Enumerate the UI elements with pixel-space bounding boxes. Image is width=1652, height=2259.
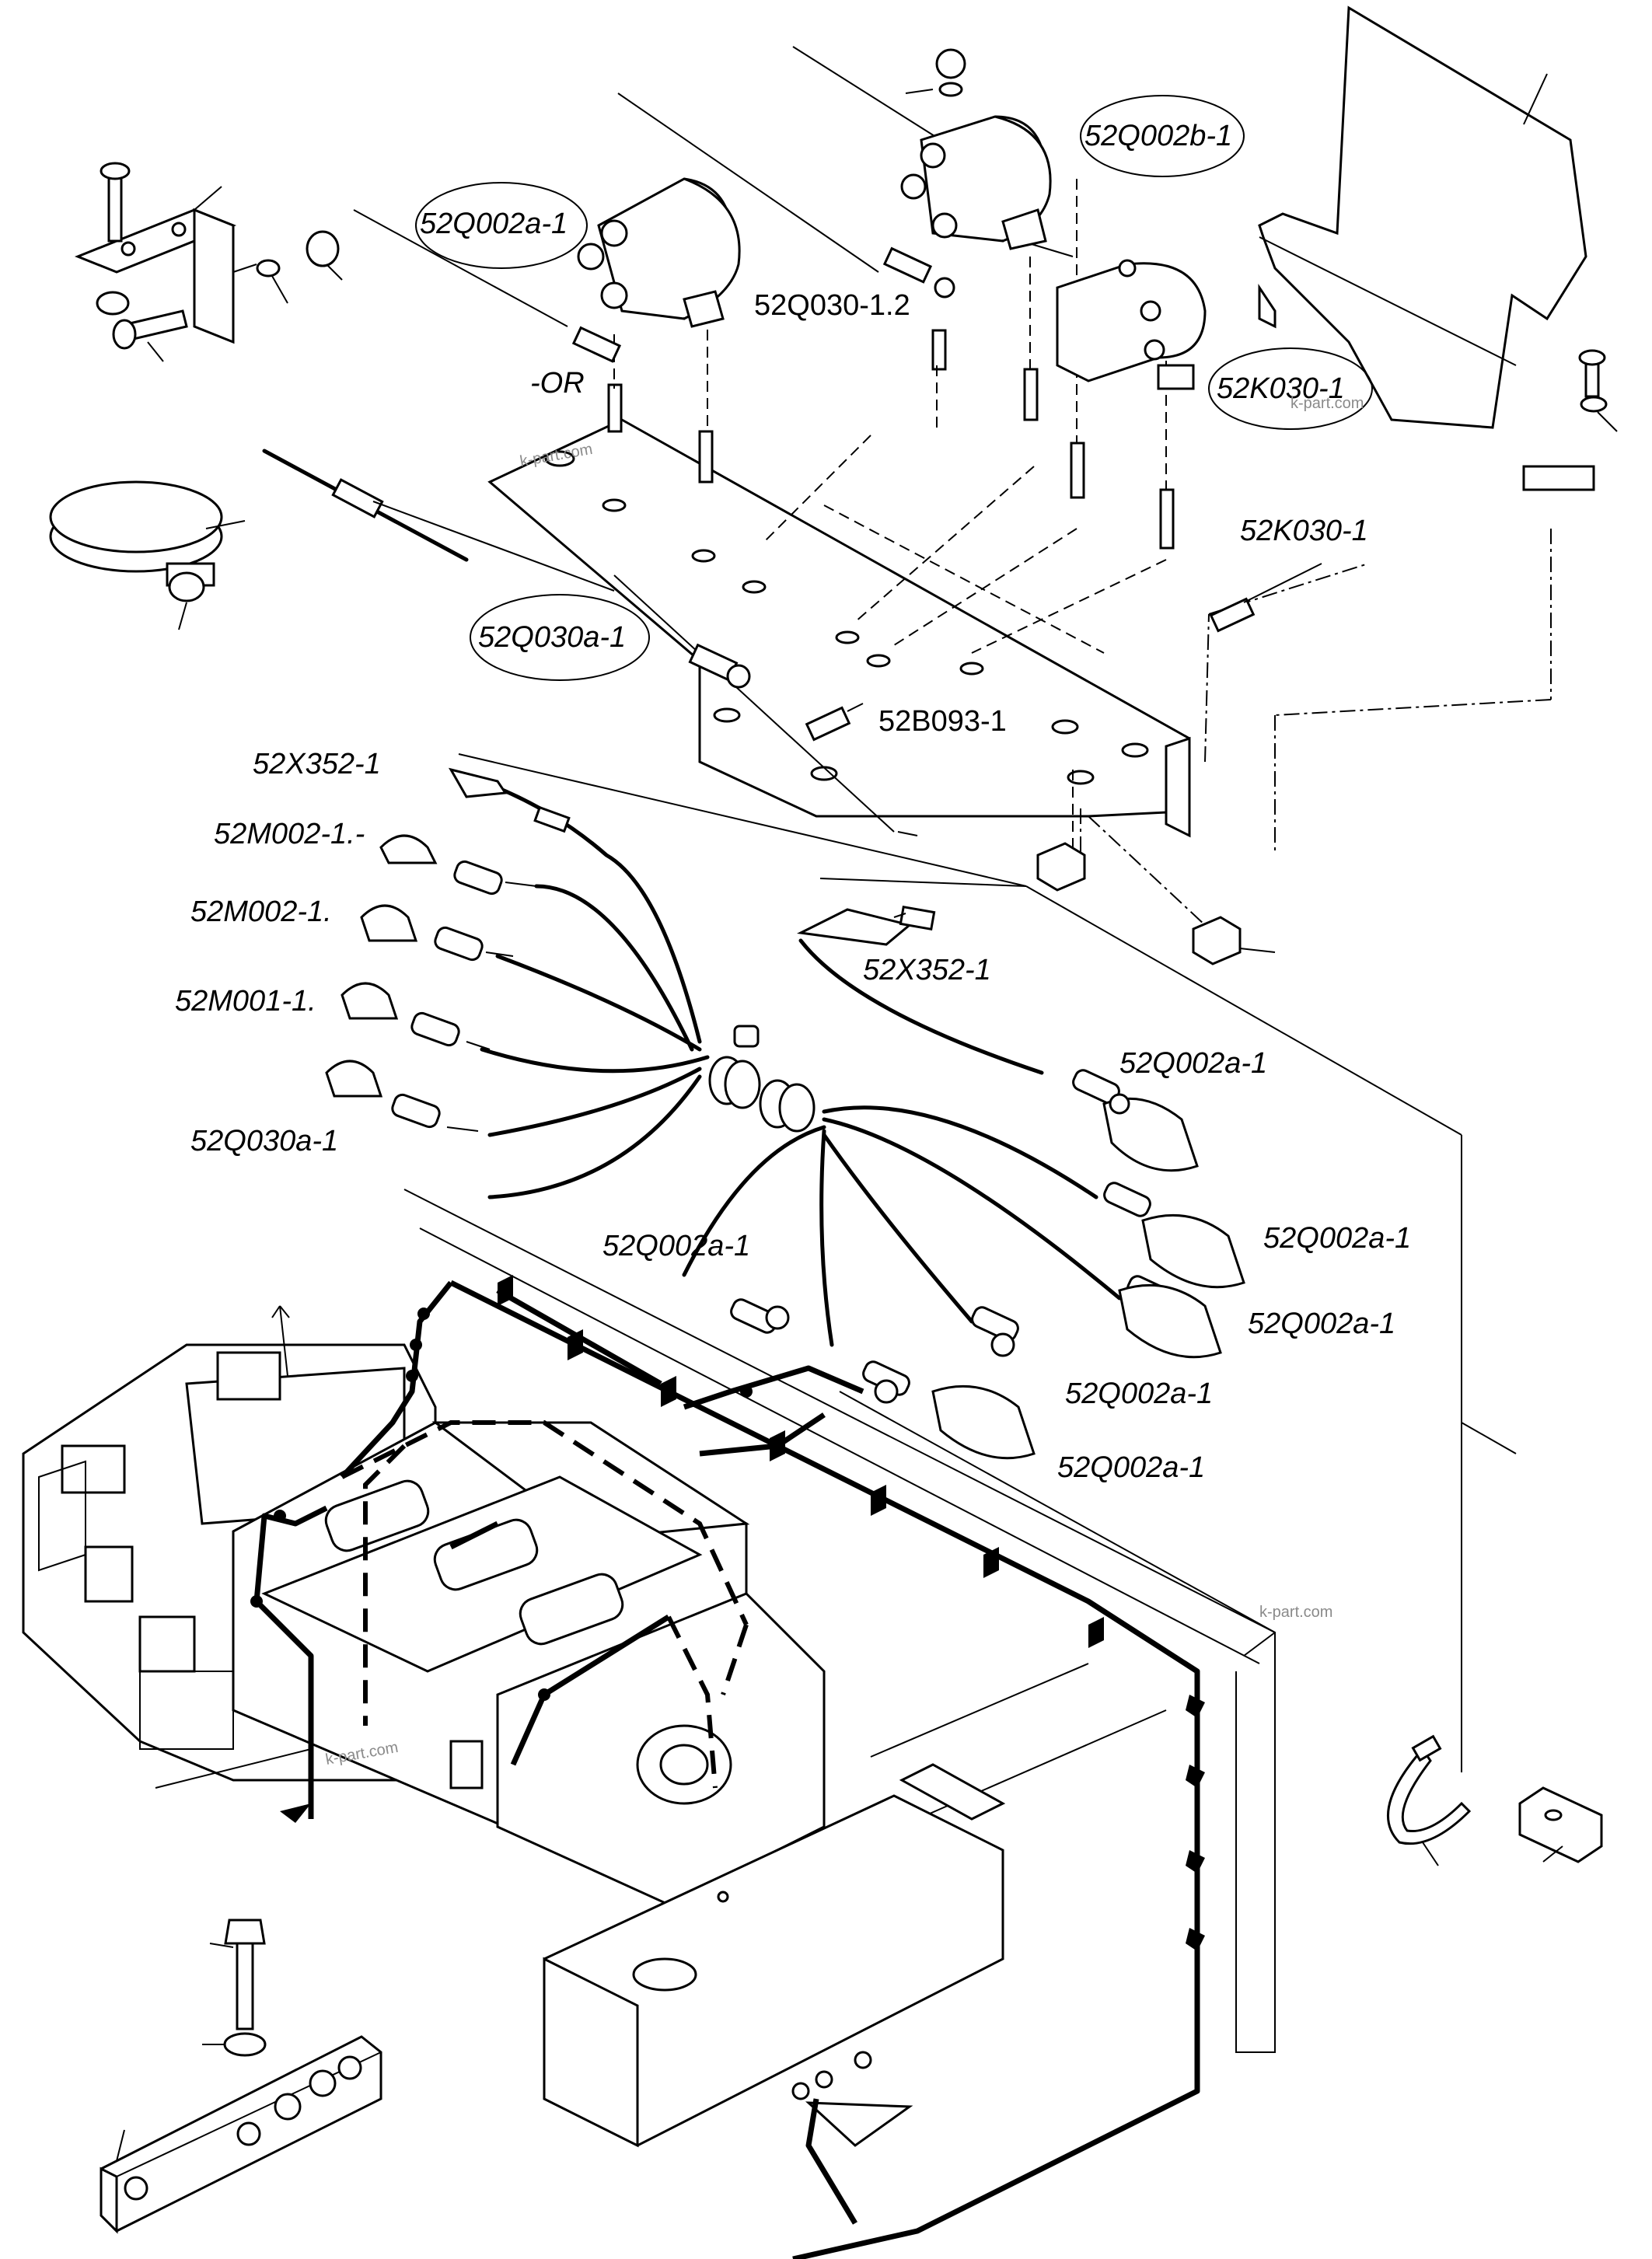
harness-clips — [250, 1275, 1205, 1951]
label-q002a-r1: 52Q002a-1 — [1119, 1047, 1267, 1080]
label-m002-b: 52M002-1. — [190, 896, 332, 928]
plate-nuts — [1036, 842, 1276, 965]
label-x352-left: 52X352-1 — [253, 748, 381, 780]
label-q002a-top-group: 52Q002a-1 — [415, 182, 588, 269]
label-m002-a: 52M002-1.- — [214, 818, 365, 850]
label-or: -OR — [530, 367, 585, 400]
label-q030a-harness: 52Q030a-1 — [190, 1125, 338, 1157]
threaded-studs — [607, 329, 1175, 550]
tank — [543, 1763, 1006, 2148]
harness-right — [682, 905, 1245, 1460]
cable-lugs-top — [571, 246, 1322, 742]
label-q002a-r5: 52Q002a-1 — [1057, 1451, 1205, 1484]
watermark: k-part.com — [1291, 395, 1364, 412]
label-q002a-r2: 52Q002a-1 — [1263, 1222, 1411, 1255]
hose-clamp — [49, 480, 246, 630]
relay-52q002b — [900, 48, 1052, 250]
relay-52k030 — [1056, 259, 1207, 390]
label-k030-circled: 52K030-1 — [1217, 372, 1345, 405]
label-q002b-top: 52Q002b-1 — [1084, 120, 1232, 152]
engine-assembly — [22, 1305, 826, 1906]
relay-52q002a — [577, 177, 741, 328]
label-k030-plain: 52K030-1 — [1240, 515, 1368, 547]
label-k030-circled-group: 52K030-1 — [1208, 347, 1373, 430]
label-q002a-top: 52Q002a-1 — [420, 208, 568, 240]
harness-left — [325, 767, 816, 1199]
label-q002b-top-group: 52Q002b-1 — [1080, 95, 1245, 177]
adhesive-pad — [1518, 1786, 1603, 1863]
watermark: k-part.com — [1259, 1604, 1332, 1621]
top-left-bracket-assembly — [74, 162, 343, 362]
connector-coupling — [708, 1056, 816, 1133]
label-q030-12: 52Q030-1.2 — [754, 289, 910, 322]
label-q002a-mid: 52Q002a-1 — [602, 1230, 750, 1262]
main-harness — [250, 1275, 1205, 2259]
bottom-left-bracket — [100, 1919, 382, 2234]
label-b093: 52B093-1 — [878, 705, 1007, 738]
label-x352-right: 52X352-1 — [863, 954, 991, 986]
label-q030a-plate: 52Q030a-1 — [478, 621, 626, 654]
cable-segment — [262, 449, 615, 592]
cable-tie — [1387, 1734, 1472, 1866]
protective-cover — [1258, 5, 1618, 491]
label-q030a-plate-group: 52Q030a-1 — [470, 594, 650, 681]
label-m001: 52M001-1. — [175, 985, 316, 1018]
label-q002a-r3: 52Q002a-1 — [1248, 1308, 1395, 1340]
leader-lines — [353, 46, 1517, 1772]
mounting-plate — [487, 418, 1191, 838]
label-q002a-r4: 52Q002a-1 — [1065, 1377, 1213, 1410]
